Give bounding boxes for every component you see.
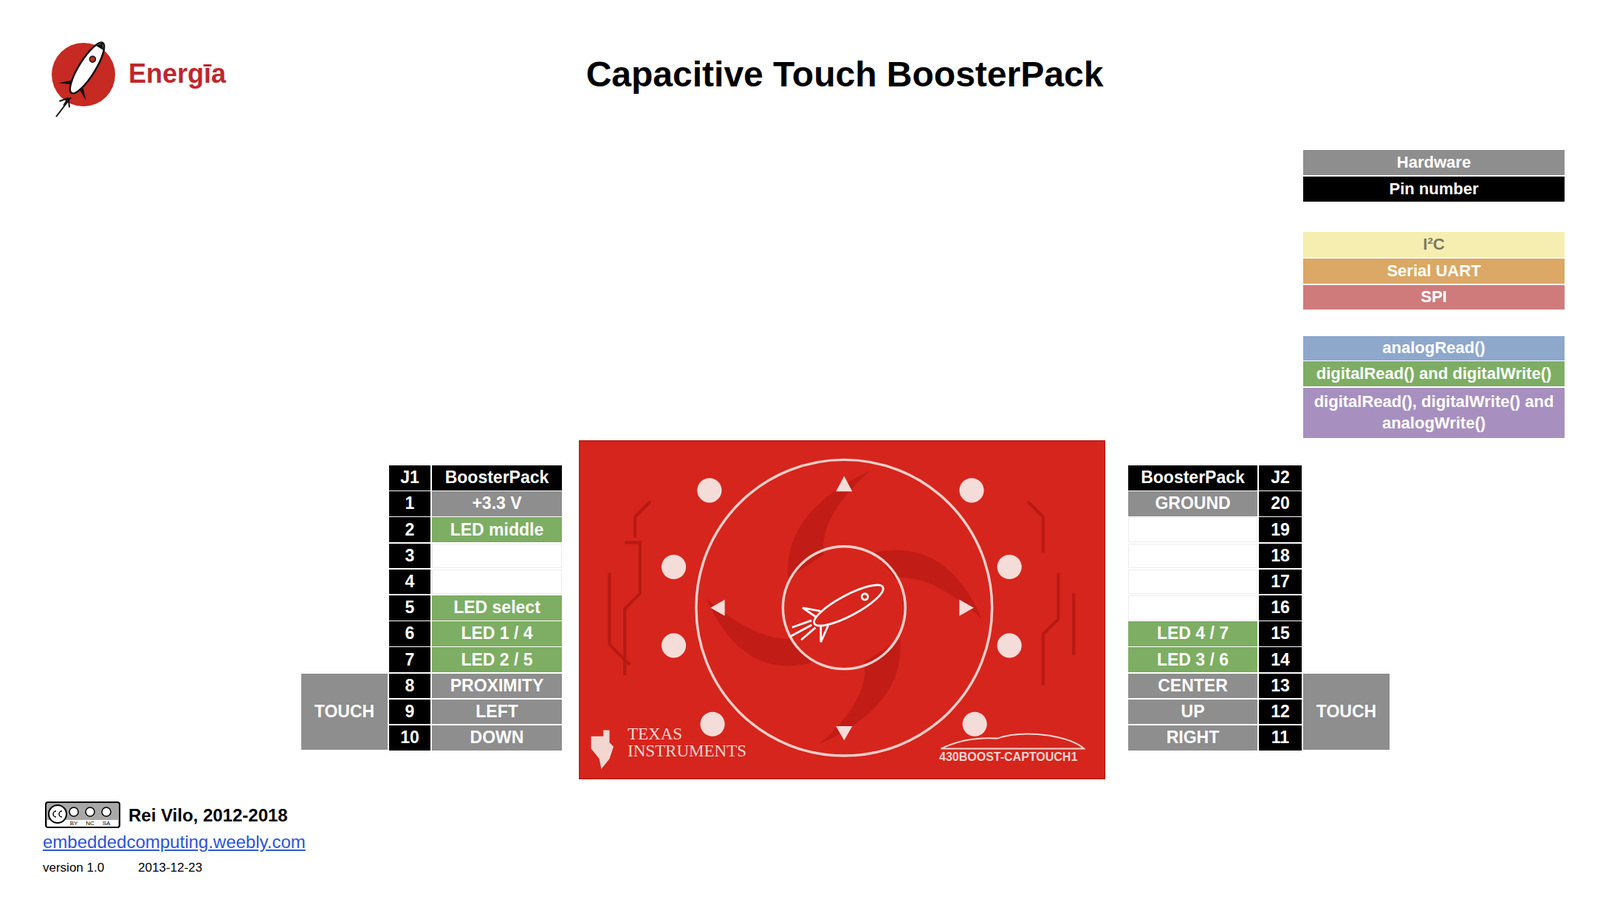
legend-text: analogRead() <box>1382 337 1485 359</box>
hardware-cell: GROUND <box>1128 491 1258 517</box>
digital-pin-cell: LED 1 / 4 <box>431 620 562 647</box>
digital-pin-cell: LED middle <box>431 516 562 542</box>
pin-number: BoosterPack <box>431 465 562 491</box>
empty-cell <box>1128 516 1258 542</box>
legend-text: Serial UART <box>1386 260 1481 283</box>
legend-swatch: Serial UART <box>1303 258 1565 284</box>
legend-text: Hardware <box>1396 152 1471 174</box>
license-tag: SA <box>98 819 114 827</box>
pin-number: 20 <box>1258 491 1302 517</box>
legend-text: Pin number <box>1388 178 1479 201</box>
pin-number: 3 <box>389 543 431 569</box>
digital-pin-cell: LED 2 / 5 <box>431 646 562 672</box>
legend-swatch: Pin number <box>1303 176 1565 202</box>
legend-text: digitalRead() and digitalWrite() <box>1316 363 1553 385</box>
pin-number: 9 <box>389 699 431 725</box>
pin-number: 7 <box>389 646 431 672</box>
hardware-cell: PROXIMITY <box>431 673 562 699</box>
pin-number: J1 <box>389 465 431 491</box>
version-note: version 1.0 <box>42 859 105 876</box>
pin-number: 18 <box>1258 543 1302 569</box>
license-tag: NC <box>82 819 98 827</box>
pin-number: 8 <box>389 673 431 699</box>
digital-pin-cell: LED select <box>431 595 562 621</box>
empty-cell <box>431 543 562 569</box>
pin-number: BoosterPack <box>1128 465 1258 491</box>
pin-number: 16 <box>1258 595 1302 621</box>
hardware-cell: UP <box>1128 699 1258 725</box>
pin-number: 2 <box>389 516 431 542</box>
board-brand: TEXAS INSTRUMENTS <box>627 725 776 760</box>
legend-text: digitalRead(), digitalWrite() and analog… <box>1307 391 1561 434</box>
legend-swatch: SPI <box>1303 285 1565 310</box>
hardware-cell: +3.3 V <box>431 491 562 517</box>
legend-swatch: I²C <box>1303 231 1565 257</box>
pin-number: 1 <box>389 491 431 517</box>
date-note: 2013-12-23 <box>138 859 203 876</box>
pin-number: 17 <box>1258 569 1302 595</box>
pin-number: 12 <box>1258 699 1302 725</box>
hardware-cell: LEFT <box>431 699 562 725</box>
pin-number: 4 <box>389 569 431 595</box>
hardware-cell: CENTER <box>1128 673 1258 699</box>
author-note: Rei Vilo, 2012-2018 <box>128 804 288 827</box>
pin-number: 5 <box>389 595 431 621</box>
legend-swatch: digitalRead(), digitalWrite() and analog… <box>1303 387 1565 438</box>
digital-pin-cell: LED 4 / 7 <box>1128 620 1258 647</box>
hardware-cell: DOWN <box>431 725 562 751</box>
pin-number: 19 <box>1258 516 1302 542</box>
board-part-number: 430BOOST-CAPTOUCH1 <box>939 749 1078 764</box>
legend-swatch: analogRead() <box>1303 335 1565 361</box>
legend-swatch: digitalRead() and digitalWrite() <box>1303 361 1565 387</box>
website-link: embeddedcomputing.weebly.com <box>42 830 306 853</box>
hardware-cell: TOUCH <box>301 673 388 751</box>
pin-number: 15 <box>1258 620 1302 647</box>
legend-text: I²C <box>1422 234 1445 256</box>
pin-number: 10 <box>389 725 431 751</box>
pin-number: 13 <box>1258 673 1302 699</box>
pin-number: 11 <box>1258 725 1302 751</box>
hardware-cell: RIGHT <box>1128 725 1258 751</box>
logo-text: Energīa <box>128 57 226 91</box>
empty-cell <box>1128 569 1258 595</box>
page-title: Capacitive Touch BoosterPack <box>512 53 1177 96</box>
hardware-cell: TOUCH <box>1303 673 1390 751</box>
cc-badge <box>0 0 178 899</box>
legend-swatch: Hardware <box>1303 149 1565 175</box>
pin-number: 6 <box>389 620 431 647</box>
empty-cell <box>431 569 562 595</box>
pin-number: 14 <box>1258 646 1302 672</box>
legend-text: SPI <box>1420 286 1447 308</box>
digital-pin-cell: LED 3 / 6 <box>1128 646 1258 672</box>
empty-cell <box>1128 543 1258 569</box>
pin-number: J2 <box>1258 465 1302 491</box>
empty-cell <box>1128 595 1258 621</box>
license-tag: BY <box>66 819 82 827</box>
